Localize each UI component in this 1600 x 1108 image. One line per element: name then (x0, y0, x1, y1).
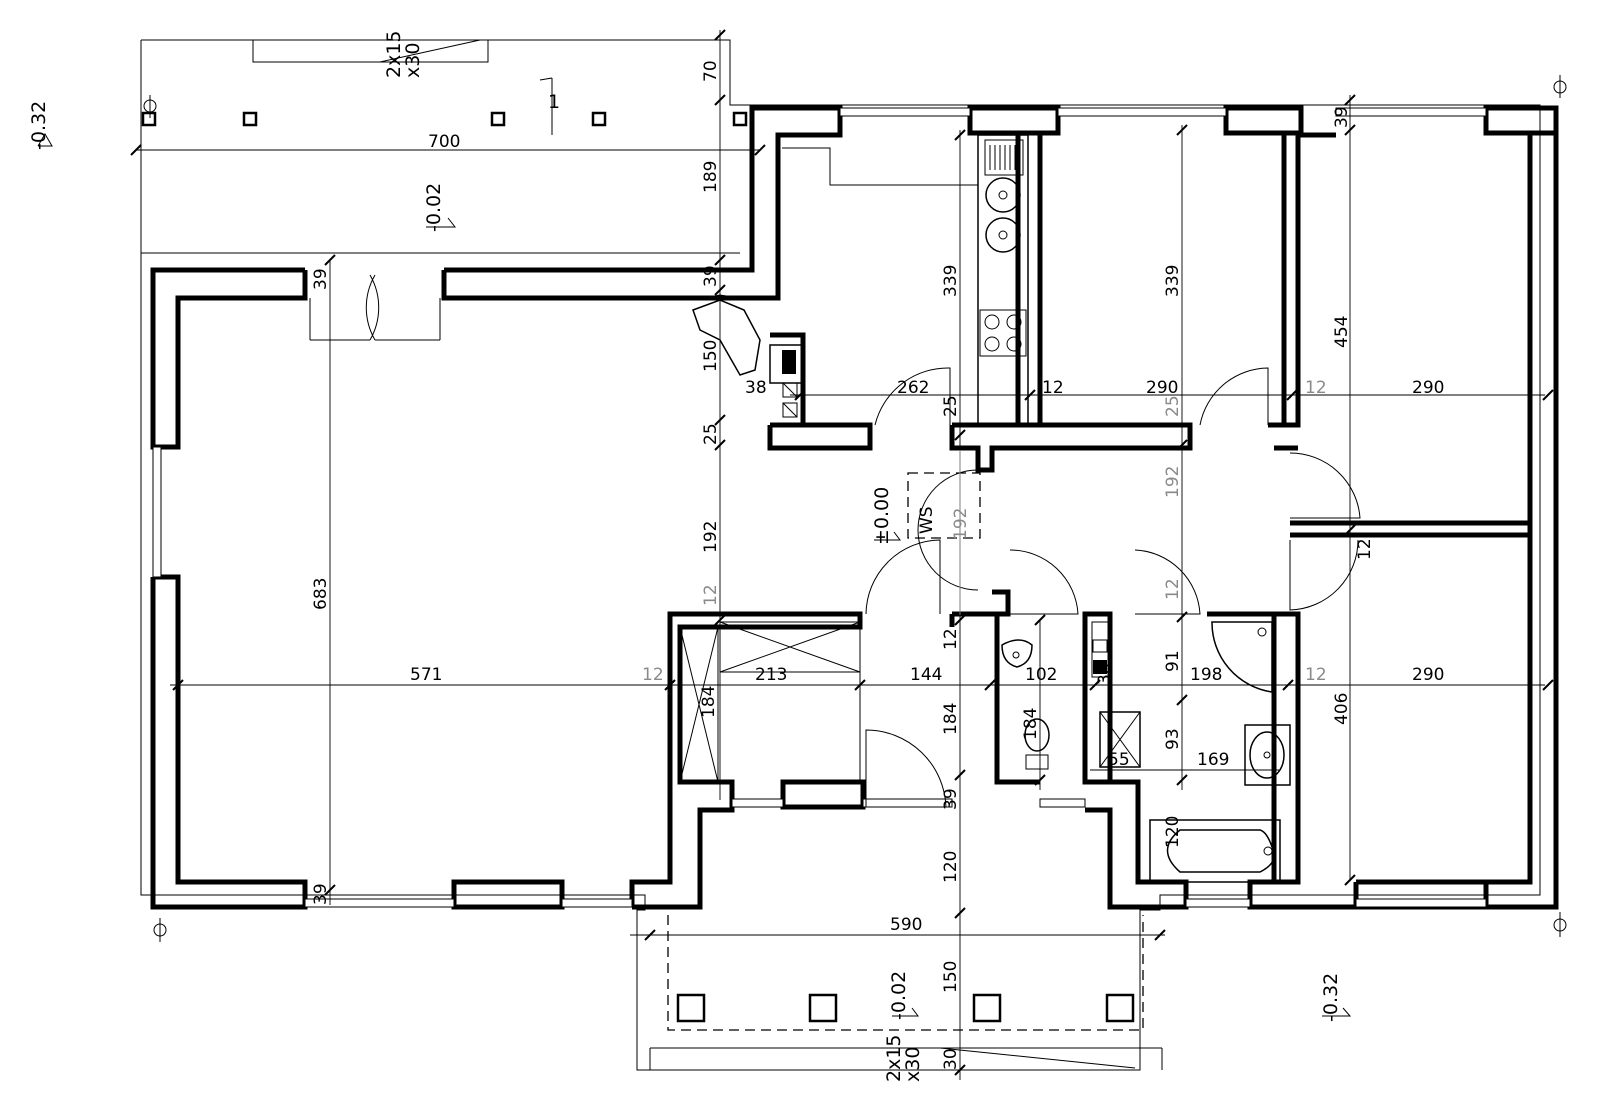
dim-150-b: 150 (941, 961, 961, 993)
dim-339-a: 339 (941, 265, 961, 297)
dim-144: 144 (910, 665, 942, 685)
dim-39-d: 39 (1332, 106, 1352, 128)
dim-38-b: 38 (1095, 663, 1115, 685)
stair-number: 1 (548, 91, 560, 113)
ws-label: WS (917, 506, 937, 534)
dim-192-c: 192 (951, 508, 971, 540)
dim-290-c: 290 (1412, 665, 1444, 685)
dim-454: 454 (1332, 316, 1352, 348)
dim-12-b: 12 (642, 665, 664, 685)
dim-290-b: 290 (1412, 378, 1444, 398)
dimension-texts: 700 70 189 39 39 150 38 25 192 12 683 57… (311, 60, 1444, 1070)
grid-markers (143, 75, 1567, 942)
dim-12-f: 12 (1305, 378, 1327, 398)
dim-55: 55 (1108, 750, 1130, 770)
terrace-pillar (242, 111, 258, 127)
dim-290-a: 290 (1146, 378, 1178, 398)
dim-91: 91 (1163, 650, 1183, 672)
level-floor: ±0.00 (871, 487, 893, 545)
level-bottom-right: -0.32 (1320, 973, 1342, 1022)
dim-339-b: 339 (1163, 265, 1183, 297)
dim-700: 700 (428, 132, 460, 152)
dim-70: 70 (701, 60, 721, 82)
fixtures (679, 134, 1291, 883)
dim-120-b: 120 (1163, 816, 1183, 848)
dim-12-g: 12 (1305, 665, 1327, 685)
dim-30: 30 (941, 1048, 961, 1070)
terrace-pillar (972, 993, 1002, 1023)
dim-12-h: 12 (1355, 538, 1375, 560)
dim-571: 571 (410, 665, 442, 685)
dim-25-a: 25 (701, 423, 721, 445)
dim-590: 590 (890, 915, 922, 935)
dim-184-a: 184 (699, 686, 719, 718)
dim-25-b: 25 (941, 395, 961, 417)
dim-39-b: 39 (311, 268, 331, 290)
dim-192-b: 192 (1163, 466, 1183, 498)
dim-12-c: 12 (941, 628, 961, 650)
stair-label-south: 2x15x30 (883, 1034, 924, 1082)
terrace-pillar (808, 993, 838, 1023)
level-terrace-north: -0.02 (423, 183, 445, 232)
terrace-pillar (591, 111, 607, 127)
dim-25-c: 25 (1163, 395, 1183, 417)
dim-683: 683 (311, 578, 331, 610)
terrace-pillar (141, 111, 157, 127)
dim-12-e: 12 (1163, 578, 1183, 600)
level-terrace-south: -0.02 (888, 971, 910, 1020)
dimension-lines (130, 29, 1554, 1080)
windows (152, 107, 1487, 908)
terrace-pillar (1105, 993, 1135, 1023)
terrace-pillar (732, 111, 748, 127)
dim-169: 169 (1197, 750, 1229, 770)
dim-39-e: 39 (941, 788, 961, 810)
level-terrace-top-left: -0.32 (28, 101, 50, 150)
stair-labels: 2x15x30 2x15x30 1 WS (383, 30, 937, 1082)
dim-12-a: 12 (701, 584, 721, 606)
dim-102: 102 (1025, 665, 1057, 685)
dim-184-b: 184 (941, 703, 961, 735)
south-terrace (649, 915, 1163, 1070)
dim-262: 262 (897, 378, 929, 398)
dim-406: 406 (1332, 693, 1352, 725)
dim-12-d: 12 (1042, 378, 1064, 398)
terrace-pillar (676, 993, 706, 1023)
dim-198: 198 (1190, 665, 1222, 685)
dim-120-a: 120 (941, 851, 961, 883)
stair-label-north: 2x15x30 (383, 30, 424, 78)
level-markers: -0.32 -0.02 ±0.00 -0.02 -0.32 (28, 101, 1352, 1022)
dim-93: 93 (1163, 728, 1183, 750)
dim-39-a: 39 (701, 265, 721, 287)
dim-39-c: 39 (311, 883, 331, 905)
north-terrace (141, 39, 748, 135)
doors (309, 274, 1361, 808)
dim-189: 189 (701, 161, 721, 193)
dim-150-a: 150 (701, 340, 721, 372)
dim-184-c: 184 (1021, 708, 1041, 740)
dim-192-a: 192 (701, 521, 721, 553)
dim-38: 38 (745, 378, 767, 398)
dim-213: 213 (755, 665, 787, 685)
reference-outline (140, 39, 1541, 1071)
terrace-pillar (490, 111, 506, 127)
walls (150, 105, 1559, 910)
